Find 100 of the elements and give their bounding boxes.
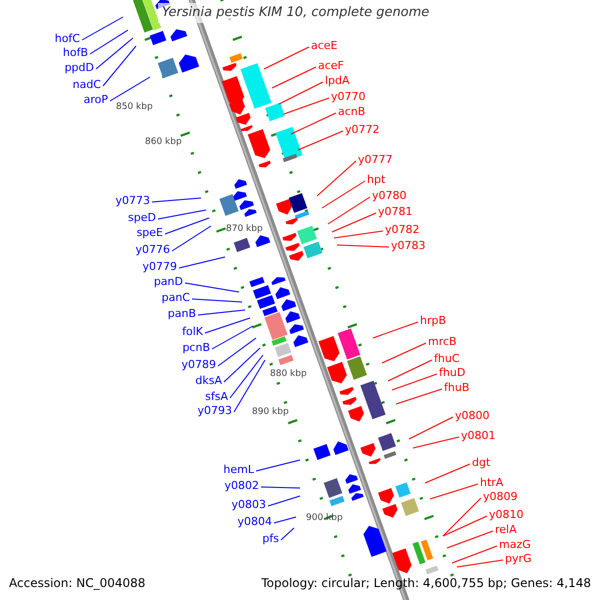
gene-label: ppdD — [64, 60, 94, 76]
gene-label: pfs — [262, 531, 279, 547]
gene-label: acnB — [338, 104, 366, 120]
gene-label: panB — [168, 306, 196, 322]
leader-line — [264, 46, 310, 70]
gene-label: y0810 — [489, 507, 524, 523]
gene-label: hrpB — [420, 313, 446, 329]
leader-line — [82, 16, 124, 40]
gene-label: sfsA — [205, 389, 228, 405]
gene-label: panC — [162, 290, 190, 306]
gene-label: y0772 — [345, 122, 380, 138]
gene-label: dgt — [472, 455, 490, 471]
gene-label: y0777 — [358, 152, 393, 168]
gene-label: hofB — [62, 45, 88, 61]
gene-label: y0789 — [181, 357, 216, 373]
gene-label: y0780 — [372, 188, 407, 204]
gene-label: speD — [128, 210, 156, 226]
gene-label: fhuC — [434, 351, 460, 367]
leader-line — [198, 310, 246, 316]
gene-label: y0804 — [237, 514, 272, 530]
footer-text: Topology: circular; Length: 4,600,755 bp; Genes: 4,148 — [261, 575, 591, 592]
leader-line — [256, 460, 300, 472]
leader-line — [446, 530, 494, 548]
leader-line — [284, 98, 330, 114]
leader-line — [172, 226, 212, 252]
footer-text: Accession: NC_004088 — [9, 575, 146, 592]
leader-line — [316, 160, 356, 196]
gene-label: y0783 — [391, 238, 426, 254]
gene-label: pyrG — [505, 551, 532, 567]
leader-line — [90, 30, 128, 54]
gene-label: hemL — [223, 462, 254, 478]
leader-line — [218, 338, 256, 366]
leader-line — [224, 348, 260, 382]
leader-line — [158, 210, 206, 220]
leader-line — [212, 326, 254, 350]
gene-label: y0773 — [115, 193, 150, 209]
leader-line — [268, 496, 300, 506]
leader-line — [278, 82, 324, 104]
leader-line — [230, 354, 264, 398]
gene-label: y0801 — [461, 428, 496, 444]
gene-label: fhuB — [444, 380, 470, 396]
position-label: 870 kbp — [226, 223, 263, 235]
gene-label: dksA — [195, 373, 222, 389]
leader-line — [430, 484, 478, 500]
gene-label: y0779 — [142, 259, 177, 275]
gene-label: aceE — [311, 38, 338, 54]
gene-label: aceF — [318, 58, 344, 74]
gene-label: y0776 — [135, 242, 170, 258]
leader-line — [298, 130, 344, 150]
gene-label: y0800 — [455, 408, 490, 424]
leader-line — [456, 560, 504, 568]
leader-line — [334, 230, 384, 238]
gene-label: y0770 — [331, 89, 366, 105]
leader-line — [234, 360, 266, 412]
leader-line — [408, 416, 454, 440]
position-label: 860 kbp — [145, 136, 182, 148]
leader-line — [290, 112, 336, 134]
gene-label: nadC — [72, 77, 101, 93]
position-label: 850 kbp — [116, 101, 153, 113]
leader-line — [392, 374, 438, 390]
leader-line — [260, 486, 300, 488]
leader-line — [102, 46, 136, 86]
leader-line — [328, 196, 370, 224]
position-label: 890 kbp — [252, 406, 289, 418]
leader-line — [336, 244, 390, 248]
gene-label: mrcB — [428, 334, 457, 350]
gene-label: relA — [495, 522, 517, 538]
leader-line — [272, 66, 316, 88]
leader-line — [110, 76, 150, 102]
position-label: 880 kbp — [270, 368, 307, 380]
leader-line — [96, 38, 134, 70]
gene-label: mazG — [499, 537, 531, 553]
gene-label: y0782 — [385, 222, 420, 238]
gene-label: hpt — [367, 172, 386, 188]
leader-line — [322, 180, 366, 208]
gene-label: aroP — [84, 92, 108, 108]
gene-label: y0803 — [231, 497, 266, 513]
leader-line — [372, 322, 418, 338]
leader-line — [388, 360, 432, 382]
gene-label: y0793 — [197, 403, 232, 419]
gene-label: y0781 — [378, 204, 413, 220]
leader-line — [332, 212, 376, 232]
gene-label: y0809 — [483, 489, 518, 505]
gene-label: speE — [136, 225, 163, 241]
leader-line — [274, 516, 296, 524]
leader-line — [424, 464, 470, 484]
gene-label: folK — [182, 324, 203, 340]
gene-label: panD — [154, 274, 183, 290]
gene-label: lpdA — [325, 73, 350, 89]
leader-line — [204, 318, 250, 334]
position-label: 900 kbp — [306, 512, 343, 524]
leader-line — [452, 546, 498, 564]
leader-line — [152, 198, 202, 202]
leader-line — [382, 342, 426, 364]
gene-label: fhuD — [439, 365, 466, 381]
leader-line — [178, 256, 226, 268]
leader-line — [280, 528, 294, 540]
leader-line — [412, 436, 460, 448]
gene-label: y0802 — [224, 478, 259, 494]
leader-line — [164, 218, 210, 234]
